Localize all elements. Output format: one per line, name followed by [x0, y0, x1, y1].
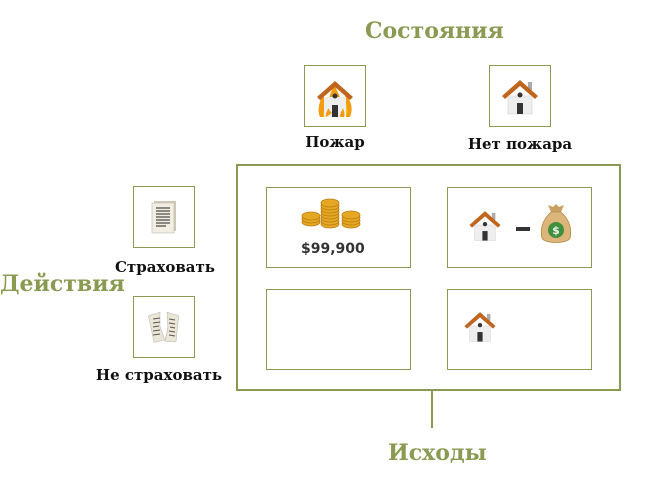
- insure-fire-amount: $99,900: [301, 241, 365, 257]
- house-icon: [464, 312, 496, 342]
- outcome-insure-nofire: $: [447, 187, 592, 268]
- action-noinsure-icon-box: [133, 296, 195, 358]
- house-icon: [502, 80, 538, 115]
- state-fire-icon-box: [304, 65, 366, 127]
- actions-title: Действия: [0, 271, 125, 297]
- action-insure-icon-box: [133, 186, 195, 248]
- house-on-fire-icon: [317, 81, 353, 117]
- outcomes-connector: [431, 391, 433, 428]
- action-insure-label: Страховать: [114, 258, 215, 276]
- gold-coins-icon: [301, 198, 361, 229]
- document-icon: [151, 201, 176, 234]
- states-title: Состояния: [365, 18, 504, 44]
- outcome-insure-fire: $99,900: [266, 187, 411, 268]
- outcome-noinsure-nofire: [447, 289, 592, 370]
- outcomes-matrix: [236, 164, 621, 391]
- money-bag-icon: $: [540, 204, 572, 243]
- outcomes-title: Исходы: [388, 440, 487, 466]
- state-fire-label: Пожар: [305, 133, 365, 151]
- minus-icon: [516, 227, 530, 231]
- action-noinsure-label: Не страховать: [95, 366, 223, 384]
- house-icon: [469, 211, 501, 241]
- state-nofire-label: Нет пожара: [467, 135, 573, 153]
- svg-text:$: $: [552, 224, 560, 237]
- torn-document-icon: [148, 311, 179, 343]
- state-nofire-icon-box: [489, 65, 551, 127]
- outcome-noinsure-fire: [266, 289, 411, 370]
